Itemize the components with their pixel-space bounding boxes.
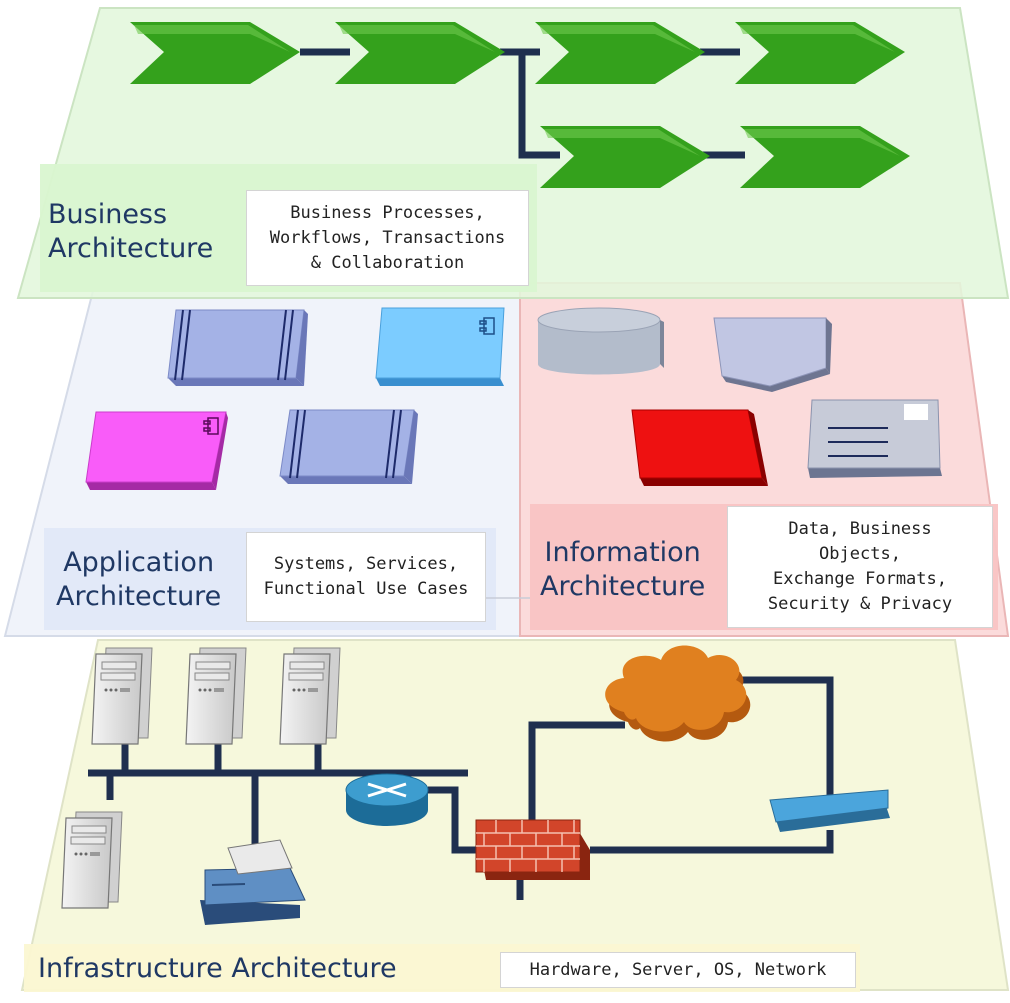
information-architecture-description: Data, Business Objects, Exchange Formats… — [727, 506, 993, 628]
application-architecture-title: Application Architecture — [56, 546, 221, 614]
message-envelope-icon — [807, 399, 942, 478]
router-icon — [345, 773, 429, 826]
title-line: Architecture — [540, 571, 706, 602]
description-line: Objects, — [819, 544, 901, 564]
description-line: Data, Business — [788, 519, 932, 539]
title-line: Architecture — [56, 581, 222, 612]
server-icon — [91, 647, 153, 745]
title-line: Business — [48, 199, 168, 230]
component-icon — [203, 417, 219, 435]
server-icon — [279, 647, 341, 745]
component-block-icon — [375, 307, 505, 386]
infrastructure-architecture-description: Hardware, Server, OS, Network — [500, 952, 856, 988]
component-icon — [479, 317, 495, 335]
database-icon — [537, 307, 664, 375]
description-line: Hardware, Server, OS, Network — [529, 959, 827, 980]
server-icon — [61, 811, 123, 909]
document-icon — [713, 317, 832, 392]
description-line: Workflows, Transactions — [269, 227, 506, 248]
application-architecture-description: Systems, Services, Functional Use Cases — [246, 532, 486, 622]
description-line: Security & Privacy — [767, 594, 953, 614]
description-line: & Collaboration — [310, 252, 465, 273]
description-line: Systems, Services, — [273, 554, 459, 574]
cloud-icon — [605, 645, 751, 742]
firewall-icon — [475, 819, 590, 880]
server-icon — [185, 647, 247, 745]
infrastructure-architecture-title: Infrastructure Architecture — [38, 953, 397, 984]
title-line: Information — [544, 537, 701, 568]
data-block-icon — [631, 409, 768, 486]
printer-icon — [200, 839, 306, 925]
component-block-icon — [85, 411, 228, 490]
title-line: Application — [63, 547, 215, 578]
business-architecture-title: Business Architecture — [48, 198, 213, 266]
title-line: Architecture — [48, 233, 214, 264]
description-line: Business Processes, — [290, 202, 485, 223]
service-block-icon — [279, 409, 418, 484]
description-line: Functional Use Cases — [263, 579, 469, 599]
business-architecture-description: Business Processes, Workflows, Transacti… — [246, 190, 529, 286]
description-line: Exchange Formats, — [773, 569, 947, 589]
infrastructure-plane — [20, 639, 1010, 991]
service-block-icon — [167, 309, 308, 386]
switch-icon — [769, 789, 890, 832]
information-architecture-title: Information Architecture — [540, 536, 705, 604]
